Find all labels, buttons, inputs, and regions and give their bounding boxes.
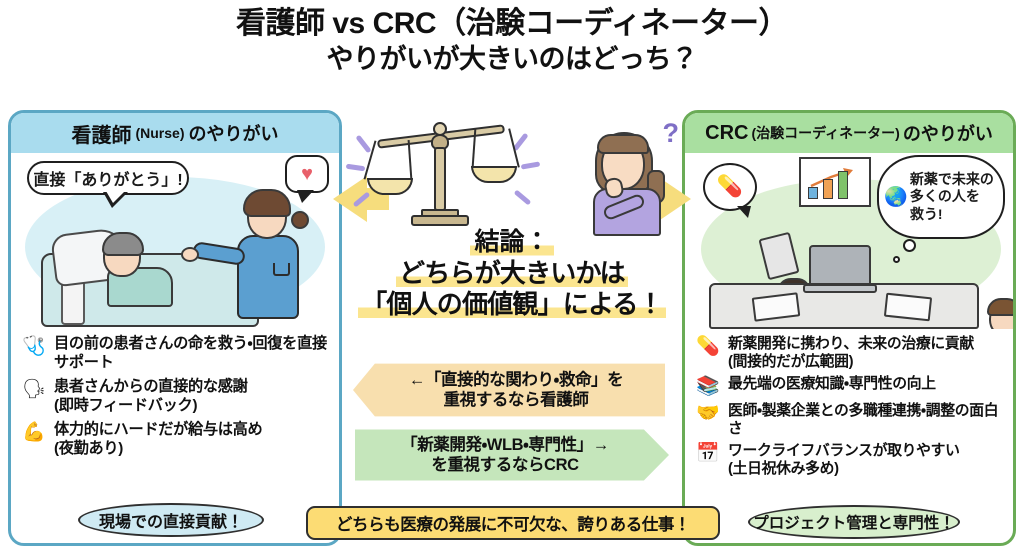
patient-head (102, 232, 144, 277)
heart-speech-bubble: ♥ (285, 155, 329, 203)
nurse-header-sub: (Nurse) (135, 125, 185, 141)
nurse-banner-text: ←「直接的な関わり・救命」を 重視するなら看護師 (408, 370, 624, 409)
patient-hair (102, 232, 144, 256)
heart-icon: ♥ (301, 163, 313, 185)
crc-header-main: CRC (705, 121, 749, 144)
conclusion-label: 結論： (470, 228, 554, 258)
sparkle-ray (520, 161, 541, 170)
nurse-badge-text: 現場での直接貢献！ (98, 514, 243, 531)
crc-summary-badge: プロジェクト管理と専門性！ (748, 505, 960, 539)
nurse-hair-bun (291, 211, 309, 229)
page-title: 看護師 vs CRC（治験コーディネーター） やりがいが大きいのはどっち？ (0, 6, 1024, 76)
thinker-fringe (597, 134, 649, 154)
list-item-text: 最先端の医療知識・専門性の向上 (728, 376, 936, 393)
list-item: 🩺 目の前の患者さんの命を救う・回復を直接サポート (21, 335, 331, 372)
new-drug-thought-bubble: 🌏 新薬で未来の 多くの人を 救う! (877, 155, 1005, 263)
crc-benefits-list: 💊 新薬開発に携わり、未来の治療に貢献 (間接的だが広範囲) 📚 最先端の医療知… (685, 329, 1013, 478)
list-item-text: 医師・製薬企業との多職種連携・調整の面白さ (728, 402, 999, 437)
books-icon: 📚 (696, 376, 720, 398)
list-item-text: 患者さんからの直接的な感謝 (即時フィードバック) (54, 378, 248, 414)
shared-badge-text: どちらも医療の発展に不可欠な、誇りある仕事！ (335, 516, 691, 534)
nurse-panel-header: 看護師 (Nurse) のやりがい (11, 113, 339, 153)
crc-illustration: 💊 🌏 新薬で未来の 多くの人を 救う! (685, 153, 1013, 329)
wall-chart-icon (799, 157, 871, 207)
document-icon (751, 292, 801, 322)
sparkle-ray (355, 134, 372, 154)
list-item-text: 目の前の患者さんの命を救う・回復を直接サポート (54, 335, 327, 371)
chart-bar (808, 187, 818, 199)
list-item: 💊 新薬開発に携わり、未来の治療に貢献 (間接的だが広範囲) (695, 335, 1005, 371)
chart-bar (838, 171, 848, 199)
thought-dot-small (893, 256, 900, 263)
list-item: 🤝 医師・製薬企業との多職種連携・調整の面白さ (695, 402, 1005, 438)
person-hair (987, 298, 1013, 316)
list-item-text: ワークライフバランスが取りやすい (土日祝休み多め) (728, 443, 960, 478)
nurse-header-main: 看護師 (71, 124, 132, 147)
sparkle-ray (513, 189, 532, 206)
nurse-pocket (273, 263, 290, 276)
balance-scale-icon (345, 116, 541, 226)
list-item-text: 新薬開発に携わり、未来の治療に貢献 (間接的だが広範囲) (728, 336, 974, 371)
conclusion-line-1: どちらが大きいかは (396, 257, 628, 289)
nurse-scrubs (237, 235, 299, 319)
stethoscope-icon: 🩺 (22, 336, 46, 357)
conclusion-block: 結論： どちらが大きいかは 「個人の価値観」による！ (345, 228, 679, 320)
scale-pan-left (367, 178, 413, 195)
shared-summary-badge: どちらも医療の発展に不可欠な、誇りある仕事！ (306, 506, 720, 540)
sparkle-ray (345, 163, 366, 172)
crc-badge-text: プロジェクト管理と専門性！ (753, 515, 955, 532)
thanks-speech-bubble: 直接「ありがとう」! (27, 161, 189, 208)
nurse-figure (181, 189, 309, 325)
document-icon (883, 292, 933, 322)
crc-header-tail: のやりがい (902, 124, 993, 144)
pill-icon: 💊 (716, 175, 744, 198)
chart-bars (808, 169, 848, 199)
laptop-base-icon (803, 284, 877, 293)
list-item: 💪 体力的にハードだが給与は高め (夜勤あり) (21, 421, 331, 458)
speaking-head-icon: 🗣 (21, 379, 47, 401)
list-item: 🗣 患者さんからの直接的な感謝 (即時フィードバック) (21, 378, 331, 415)
nurse-panel: 看護師 (Nurse) のやりがい (8, 110, 342, 546)
nurse-header-tail: のやりがい (188, 124, 279, 144)
thought-bubble-text: 新薬で未来の 多くの人を 救う! (909, 170, 994, 222)
pill-icon: 💊 (696, 336, 720, 357)
scale-pan-right (471, 166, 517, 183)
scale-string (407, 139, 413, 181)
crc-recommendation-banner: 「新薬開発・WLB・専門性」→ を重視するならCRC (355, 429, 669, 481)
crc-panel-header: CRC (治験コーディネーター) のやりがい (685, 113, 1013, 153)
thinking-person-figure: ? (587, 120, 679, 236)
globe-icon: 🌏 (884, 186, 908, 208)
flexed-biceps-icon: 💪 (22, 422, 46, 444)
handshake-icon: 🤝 (696, 402, 720, 424)
pill-thought-bubble: 💊 (703, 163, 757, 218)
laptop-screen-icon (809, 245, 871, 285)
calendar-icon: 📅 (696, 443, 720, 465)
thought-dot-large (903, 239, 916, 252)
crc-banner-text: 「新薬開発・WLB・専門性」→ を重視するならCRC (401, 435, 609, 474)
center-column: ? 結論： どちらが大きいかは 「個人の価値観」による！ ←「直接的な関わり・救… (333, 112, 691, 502)
title-line-1: 看護師 vs CRC（治験コーディネーター） (236, 7, 788, 40)
thanks-bubble-text: 直接「ありがとう」! (33, 172, 183, 189)
scale-base (411, 215, 469, 226)
conclusion-line-2: 「個人の価値観」による！ (358, 288, 666, 320)
list-item: 📚 最先端の医療知識・専門性の向上 (695, 375, 1005, 398)
list-item-text: 体力的にハードだが給与は高め (夜勤あり) (54, 421, 263, 457)
nurse-hair (243, 189, 291, 217)
title-line-2: やりがいが大きいのはどっち？ (326, 44, 699, 75)
nurse-recommendation-banner: ←「直接的な関わり・救命」を 重視するなら看護師 (353, 363, 665, 417)
scale-post (434, 147, 446, 211)
list-item: 📅 ワークライフバランスが取りやすい (土日祝休み多め) (695, 442, 1005, 478)
crc-header-sub: (治験コーディネーター) (751, 125, 900, 141)
crc-panel: CRC (治験コーディネーター) のやりがい (682, 110, 1016, 546)
nurse-hand (181, 247, 199, 262)
question-mark-icon: ? (662, 118, 680, 148)
nurse-illustration: 直接「ありがとう」! ♥ (11, 153, 339, 329)
nurse-benefits-list: 🩺 目の前の患者さんの命を救う・回復を直接サポート 🗣 患者さんからの直接的な感… (11, 329, 339, 458)
nurse-summary-badge: 現場での直接貢献！ (78, 503, 264, 537)
chart-bar (823, 179, 833, 199)
